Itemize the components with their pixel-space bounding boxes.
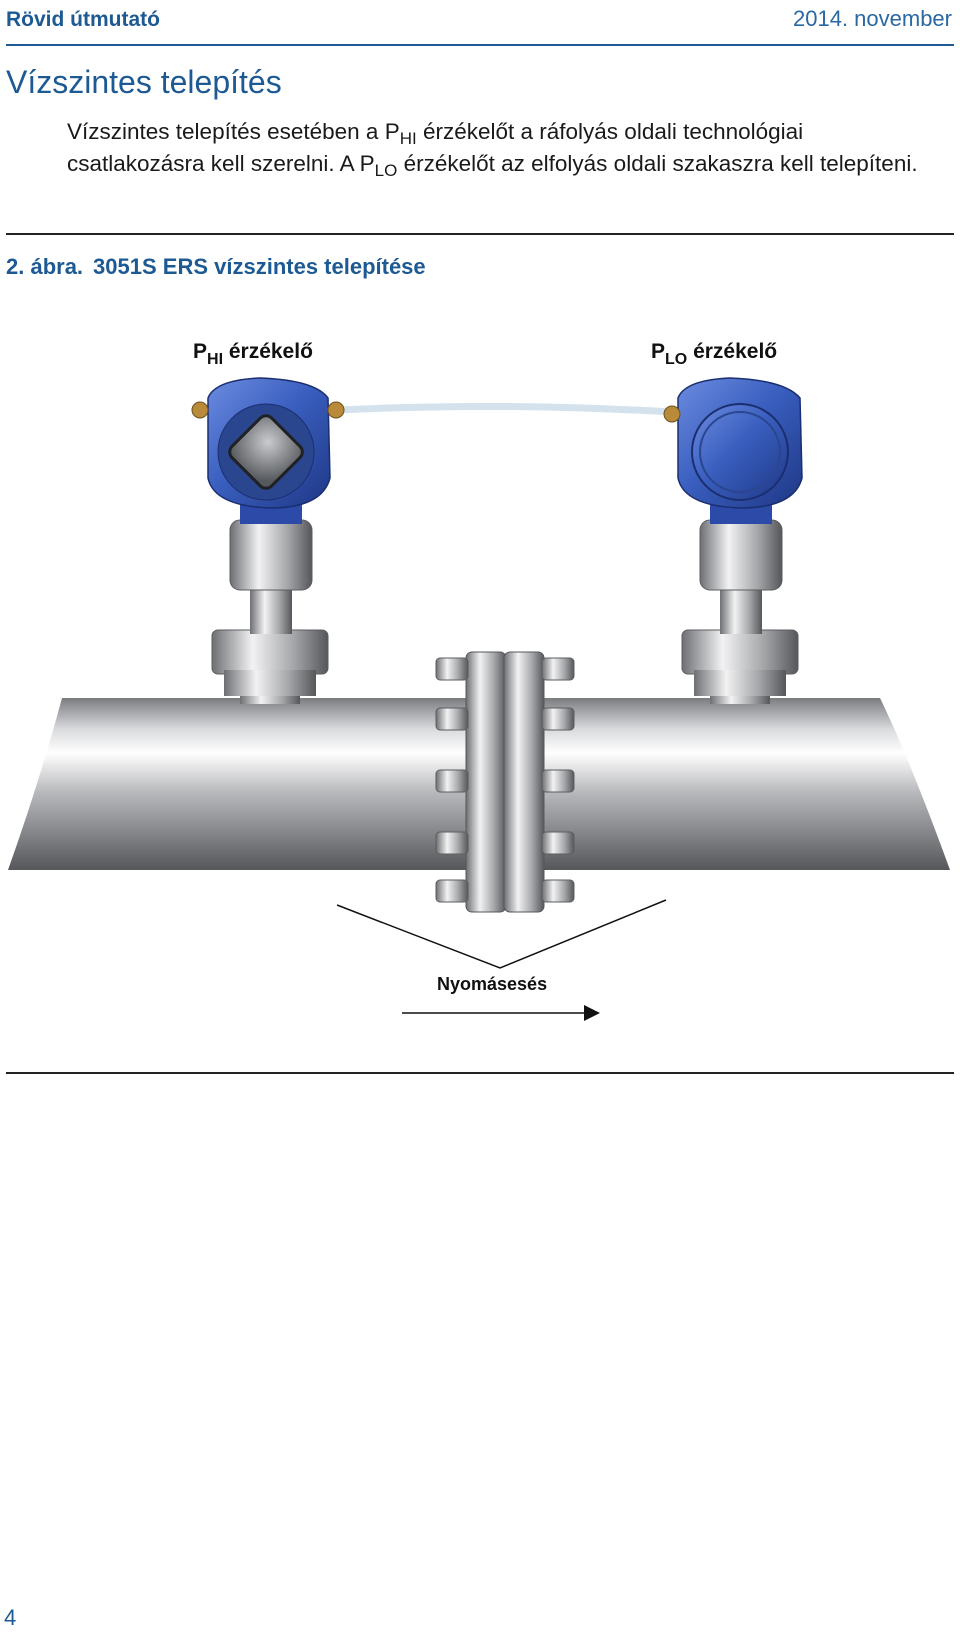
plo-label-p: P bbox=[651, 340, 666, 363]
figure-top-rule bbox=[6, 233, 954, 235]
plo-sensor-label: PLO érzékelő bbox=[651, 340, 778, 368]
installation-illustration bbox=[8, 377, 950, 1021]
body-paragraph: Vízszintes telepítés esetében a PHI érzé… bbox=[67, 116, 927, 180]
phi-label-text: érzékelő bbox=[223, 340, 313, 363]
document-type: Rövid útmutató bbox=[6, 8, 160, 31]
page-number: 4 bbox=[4, 1605, 17, 1630]
body-subscript-hi: HI bbox=[399, 129, 417, 148]
body-text-part: Vízszintes telepítés esetében a P bbox=[67, 119, 400, 144]
figure-number: 2. ábra. bbox=[6, 254, 84, 279]
pressure-drop-bracket bbox=[336, 899, 667, 969]
body-text-part: érzékelőt az elfolyás oldali szakaszra k… bbox=[397, 151, 918, 176]
plo-transmitter bbox=[663, 377, 803, 704]
pressure-drop-label: Nyomásesés bbox=[437, 974, 548, 994]
figure-caption: 2. ábra. 3051S ERS vízszintes telepítése bbox=[6, 254, 426, 280]
figure-bottom-rule bbox=[6, 1072, 954, 1074]
phi-transmitter bbox=[191, 377, 345, 704]
phi-sensor-label: PHI érzékelő bbox=[193, 340, 313, 368]
pipe-flange bbox=[435, 651, 575, 913]
section-title: Vízszintes telepítés bbox=[6, 64, 282, 100]
flow-arrow bbox=[402, 1005, 600, 1021]
plo-label-sub: LO bbox=[665, 351, 688, 368]
phi-label-p: P bbox=[193, 340, 208, 363]
header-divider bbox=[6, 44, 954, 46]
connecting-cable bbox=[336, 402, 676, 416]
plo-label-text: érzékelő bbox=[687, 340, 778, 363]
body-text-part: érzékelőt a ráfolyás oldali technológiai… bbox=[67, 119, 804, 176]
figure-title: 3051S ERS vízszintes telepítése bbox=[93, 254, 426, 279]
document-date: 2014. november bbox=[793, 6, 952, 31]
body-subscript-lo: LO bbox=[374, 161, 398, 180]
phi-label-sub: HI bbox=[207, 351, 224, 368]
